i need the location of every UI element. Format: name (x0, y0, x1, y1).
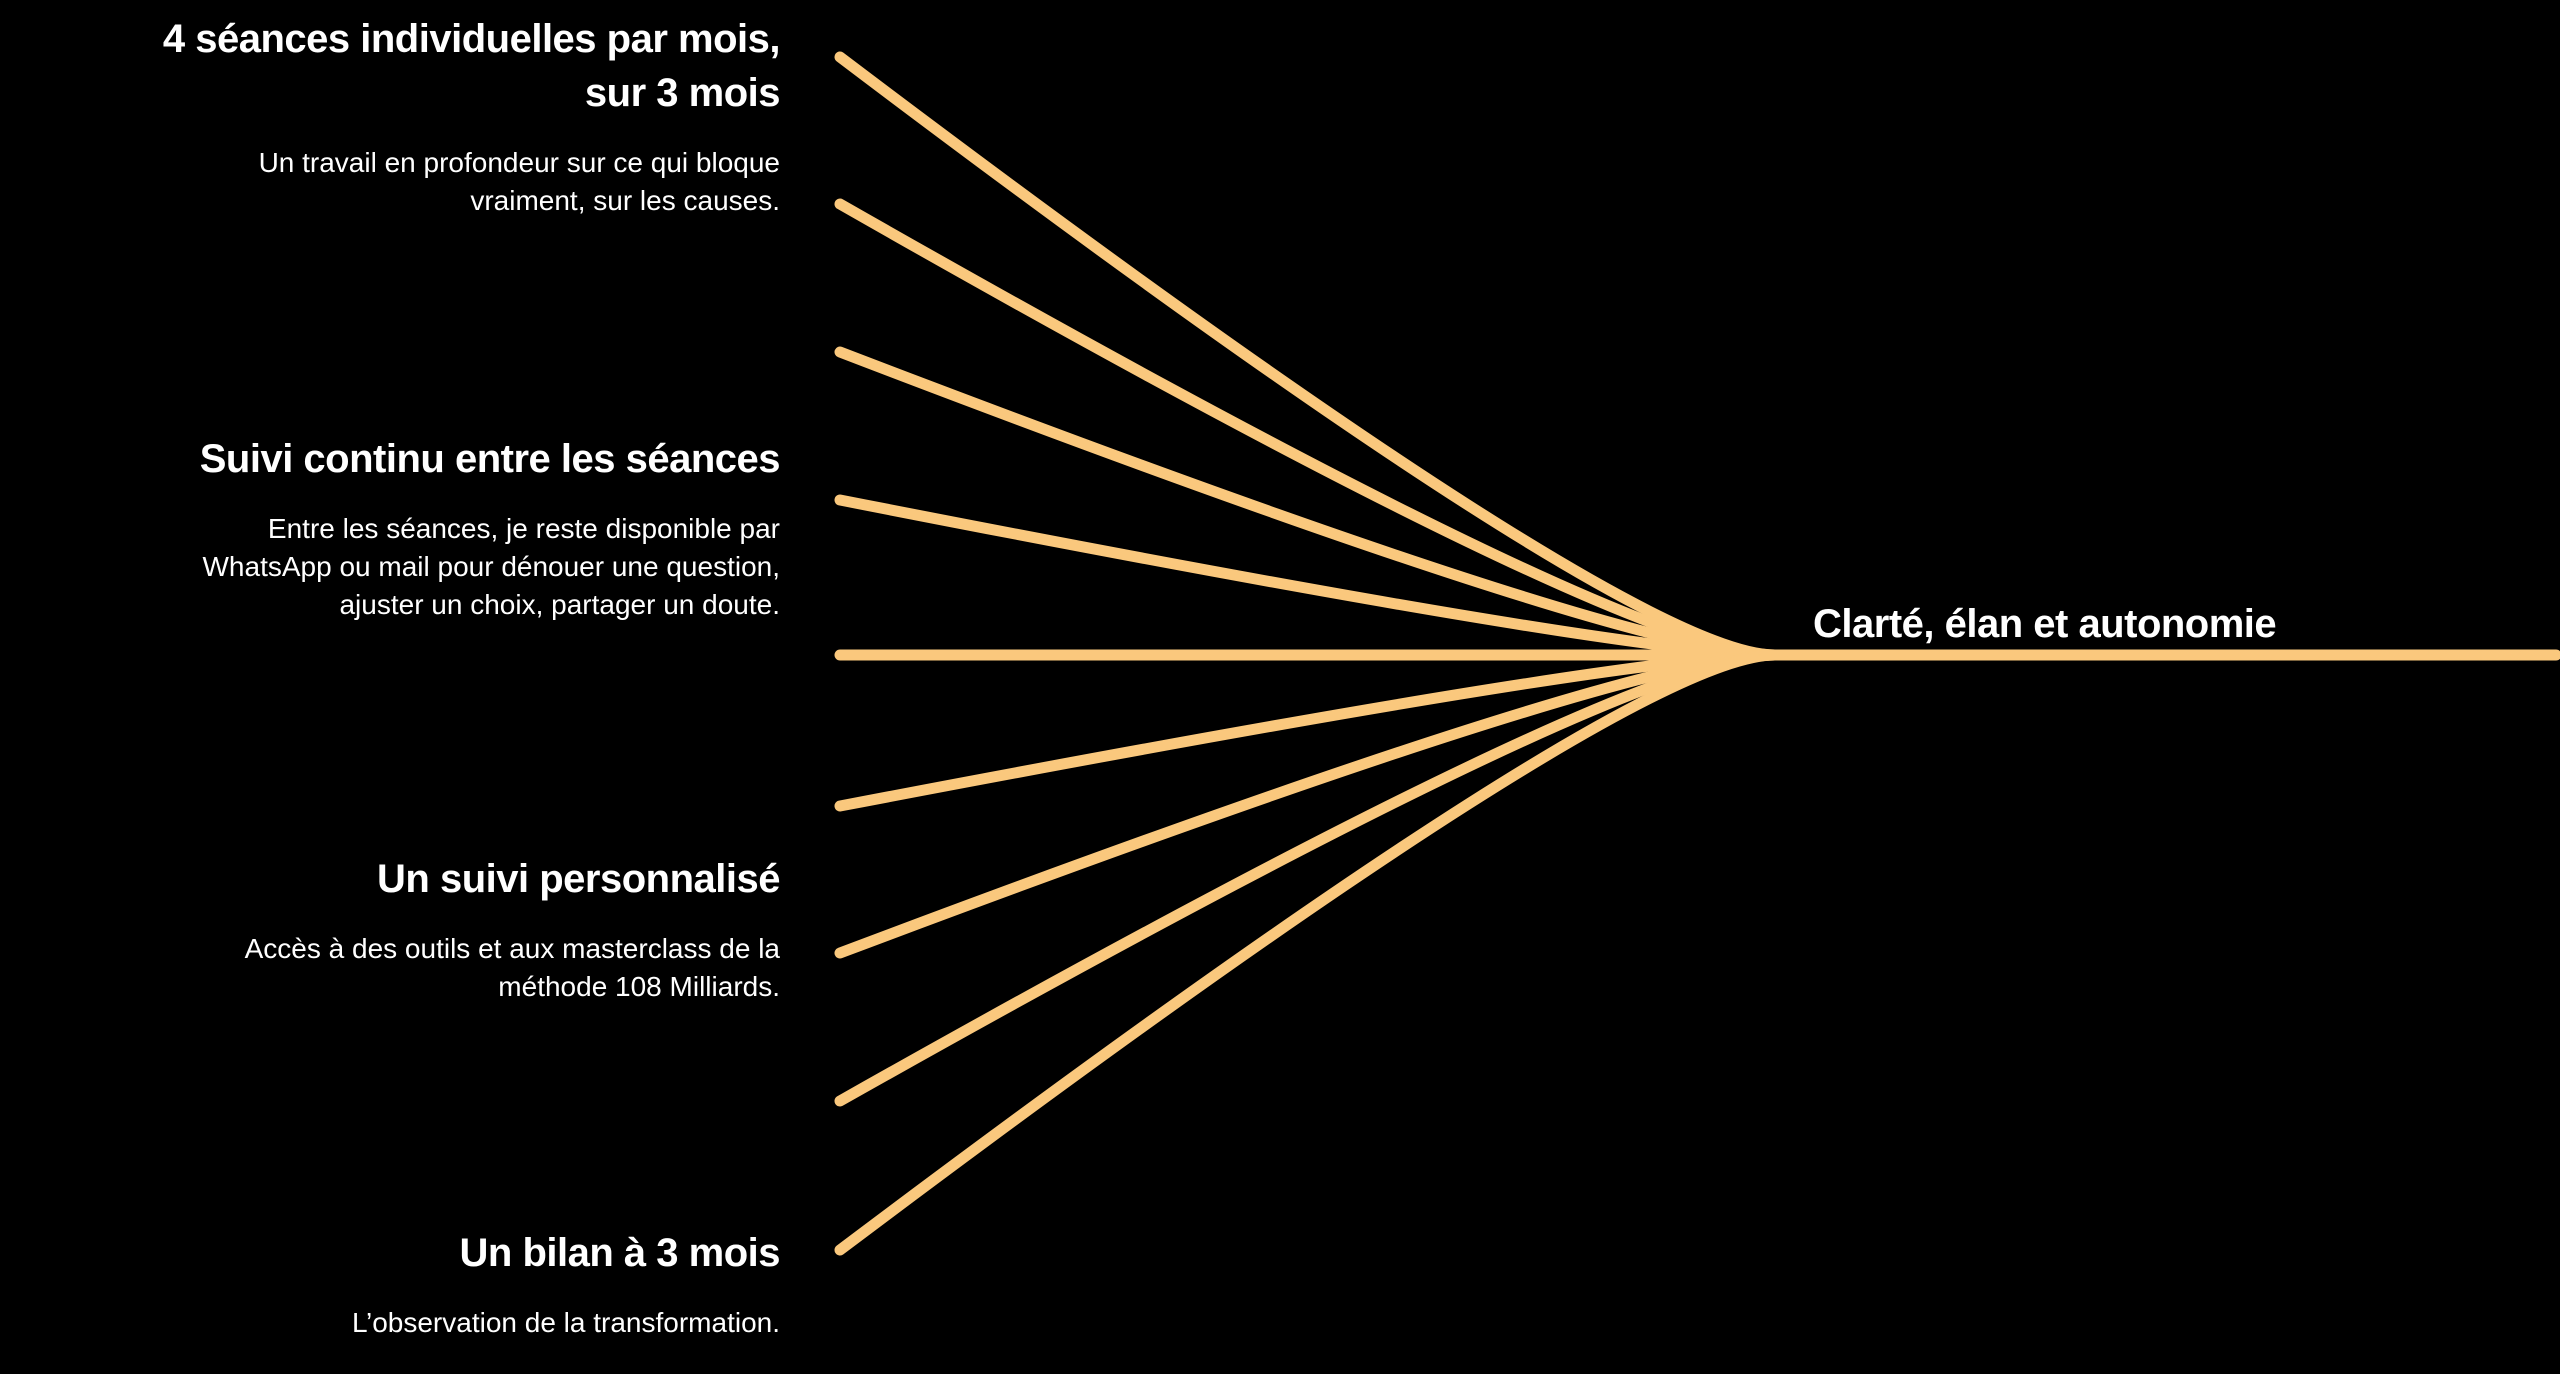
outcome-label: Clarté, élan et autonomie (1813, 602, 2277, 646)
feature-description: L’observation de la transformation. (351, 1307, 780, 1338)
feature-block-suivi-continu: Suivi continu entre les séances Entre le… (0, 414, 781, 642)
feature-title: Un suivi personnalisé (377, 857, 780, 901)
feature-block-suivi-personnalise: Un suivi personnalisé Accès à des outils… (0, 834, 781, 1024)
feature-block-bilan: Un bilan à 3 mois L’observation de la tr… (0, 1208, 781, 1360)
feature-description: Entre les séances, je reste disponible p… (202, 513, 781, 620)
fan-line-1 (834, 51, 1781, 661)
feature-title: Suivi continu entre les séances (199, 437, 781, 481)
feature-title: Un bilan à 3 mois (459, 1231, 781, 1275)
feature-description: Accès à des outils et aux masterclass de… (244, 933, 780, 1002)
fan-line-9 (834, 649, 1781, 1256)
feature-block-seances: 4 séances individuelles par mois, sur 3 … (0, 0, 781, 238)
feature-description: Un travail en profondeur sur ce qui bloq… (258, 147, 780, 216)
feature-title: 4 séances individuelles par mois, sur 3 … (162, 17, 781, 115)
